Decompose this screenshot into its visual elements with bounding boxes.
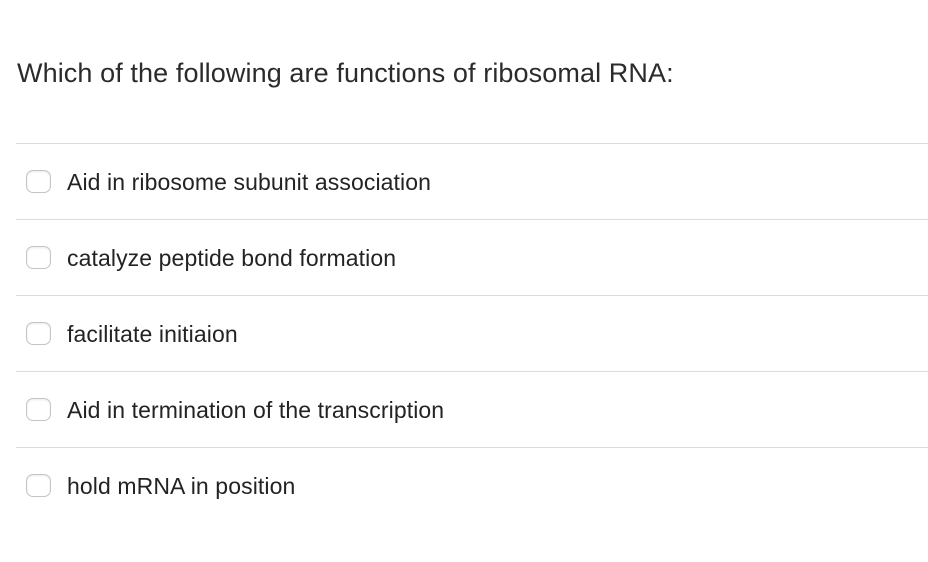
answer-options-list: Aid in ribosome subunit association cata… (0, 143, 928, 523)
answer-option-3[interactable]: facilitate initiaion (0, 296, 928, 371)
checkbox-unchecked-icon[interactable] (26, 474, 51, 497)
quiz-question: Which of the following are functions of … (0, 56, 928, 523)
divider (16, 295, 928, 296)
answer-option-label[interactable]: catalyze peptide bond formation (67, 244, 397, 271)
checkbox-unchecked-icon[interactable] (26, 322, 51, 345)
answer-option-2[interactable]: catalyze peptide bond formation (0, 220, 928, 295)
answer-option-label[interactable]: facilitate initiaion (67, 320, 238, 347)
divider (16, 219, 928, 220)
answer-option-label[interactable]: Aid in ribosome subunit association (67, 168, 432, 195)
answer-option-label[interactable]: Aid in termination of the transcription (67, 396, 445, 423)
divider (16, 371, 928, 372)
answer-option-4[interactable]: Aid in termination of the transcription (0, 372, 928, 447)
checkbox-unchecked-icon[interactable] (26, 170, 51, 193)
divider (16, 447, 928, 448)
answer-option-label[interactable]: hold mRNA in position (67, 472, 296, 499)
checkbox-unchecked-icon[interactable] (26, 246, 51, 269)
answer-option-1[interactable]: Aid in ribosome subunit association (0, 144, 928, 219)
divider (16, 143, 928, 144)
checkbox-unchecked-icon[interactable] (26, 398, 51, 421)
answer-option-5[interactable]: hold mRNA in position (0, 448, 928, 523)
question-title: Which of the following are functions of … (17, 58, 674, 88)
